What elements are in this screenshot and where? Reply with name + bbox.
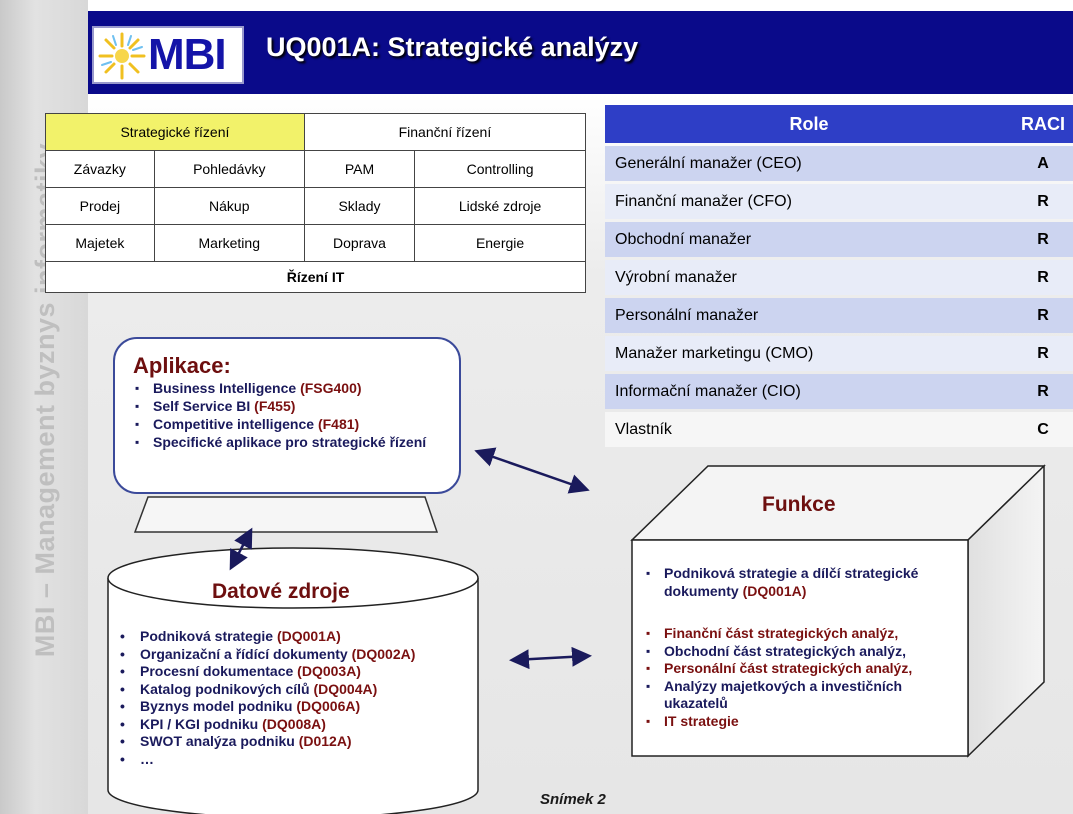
list-item: Business Intelligence (FSG400) [133,379,453,397]
list-item: Podniková strategie (DQ001A) [118,628,478,646]
data-sources-title: Datové zdroje [212,580,350,603]
raci-header-role: Role [605,105,1013,143]
list-item: Specifické aplikace pro strategické říze… [133,433,453,451]
process-cell: Energie [414,224,586,262]
raci-role: Vlastník [605,412,1013,447]
sun-icon [98,32,146,80]
process-cell: Marketing [153,224,305,262]
raci-role: Výrobní manažer [605,260,1013,295]
list-item: Self Service BI (F455) [133,397,453,415]
arrow-apps-functions [474,447,590,494]
data-sources-list: Podniková strategie (DQ001A) Organizační… [118,628,478,768]
list-item: Competitive intelligence (F481) [133,415,453,433]
raci-value: R [1013,374,1073,409]
process-cell: PAM [303,150,416,188]
raci-role: Personální manažer [605,298,1013,333]
raci-role: Generální manažer (CEO) [605,146,1013,181]
raci-value: R [1013,298,1073,333]
list-item: KPI / KGI podniku (DQ008A) [118,716,478,734]
raci-value: R [1013,260,1073,295]
raci-value: A [1013,146,1073,181]
functions-list-primary: Podniková strategie a dílčí strategické … [642,565,952,600]
process-cell-strategic: Strategické řízení [45,113,305,151]
list-item: Byznys model podniku (DQ006A) [118,698,478,716]
process-cell: Sklady [303,187,416,225]
page-title: UQ001A: Strategické analýzy [266,32,639,62]
list-item: Katalog podnikových cílů (DQ004A) [118,681,478,699]
raci-value: R [1013,184,1073,219]
arrow-apps-data [229,527,253,571]
list-item: Personální část strategických analýz, [642,660,962,678]
process-cell: Controlling [414,150,586,188]
process-cell: Prodej [45,187,155,225]
slide-number: Snímek 2 [540,791,606,808]
list-item: Obchodní část strategických analýz, [642,643,962,661]
list-item: … [118,751,478,769]
raci-header-raci: RACI [1013,105,1073,143]
functions-list-secondary: Finanční část strategických analýz, Obch… [642,625,962,730]
raci-role: Informační manažer (CIO) [605,374,1013,409]
logo-text: MBI [148,30,227,79]
list-item: Procesní dokumentace (DQ003A) [118,663,478,681]
list-item: Analýzy majetkových a investičních ukaza… [642,678,962,713]
raci-value: R [1013,222,1073,257]
raci-value: C [1013,412,1073,447]
list-item: SWOT analýza podniku (D012A) [118,733,478,751]
process-table: Strategické řízení Finanční řízení Závaz… [45,113,587,293]
cylinder-top-shape [107,547,479,609]
applications-title: Aplikace: [133,353,231,378]
raci-role: Finanční manažer (CFO) [605,184,1013,219]
raci-value: R [1013,336,1073,371]
list-item: IT strategie [642,713,962,731]
list-item: Finanční část strategických analýz, [642,625,962,643]
arrow-data-functions [509,646,592,670]
mbi-logo [92,26,244,84]
functions-title: Funkce [762,493,836,516]
applications-list: Business Intelligence (FSG400) Self Serv… [133,379,453,451]
process-cell: Pohledávky [153,150,305,188]
raci-role: Obchodní manažer [605,222,1013,257]
list-item: Organizační a řídící dokumenty (DQ002A) [118,646,478,664]
list-item: Podniková strategie a dílčí strategické … [642,565,952,600]
process-cell-it: Řízení IT [45,261,586,293]
process-cell: Nákup [153,187,305,225]
process-cell: Závazky [45,150,155,188]
process-cell: Lidské zdroje [414,187,586,225]
raci-table: Role RACI Generální manažer (CEO)A Finan… [605,102,1073,450]
raci-role: Manažer marketingu (CMO) [605,336,1013,371]
process-cell: Majetek [45,224,155,262]
monitor-stand-shape [133,496,439,533]
header-bar [88,11,1073,94]
